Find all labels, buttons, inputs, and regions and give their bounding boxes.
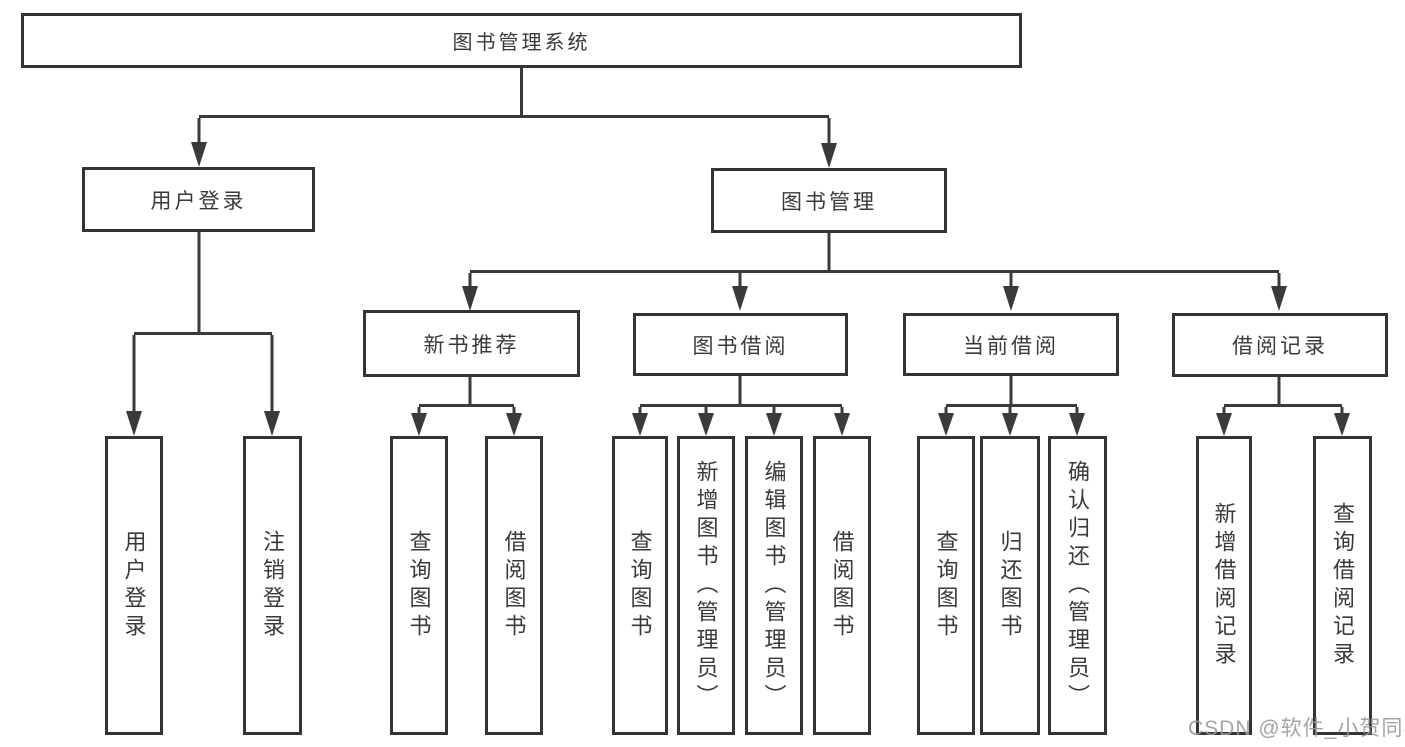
leaf-query-borrow-record-label: 查询借阅记录	[1330, 501, 1356, 670]
csdn-watermark: CSDN @软件_小贺同学	[1188, 717, 1405, 740]
node-new-book-recommend: 新书推荐	[363, 310, 580, 377]
node-root: 图书管理系统	[21, 13, 1022, 68]
leaf-user-login-label: 用户登录	[121, 529, 147, 642]
leaf-borrow-book: 借阅图书	[813, 436, 871, 735]
leaf-recommend-query-book: 查询图书	[390, 436, 448, 735]
node-book-management-label: 图书管理	[781, 190, 877, 214]
leaf-current-query-book: 查询图书	[917, 436, 975, 735]
leaf-user-login: 用户登录	[105, 436, 163, 735]
leaf-current-query-book-label: 查询图书	[933, 529, 959, 642]
leaf-return-book-label: 归还图书	[997, 529, 1023, 642]
leaf-logout: 注销登录	[243, 436, 302, 735]
node-root-label: 图书管理系统	[452, 32, 591, 54]
node-current-borrow-label: 当前借阅	[963, 334, 1059, 358]
leaf-add-book-admin-label: 新增图书（管理员）	[693, 459, 719, 712]
leaf-confirm-return-admin-label: 确认归还（管理员）	[1065, 459, 1091, 712]
leaf-add-borrow-record-label: 新增借阅记录	[1211, 501, 1237, 670]
leaf-add-borrow-record: 新增借阅记录	[1196, 436, 1252, 735]
leaf-borrow-query-book: 查询图书	[612, 436, 668, 735]
node-user-login: 用户登录	[82, 167, 315, 232]
leaf-confirm-return-admin: 确认归还（管理员）	[1048, 436, 1107, 735]
leaf-edit-book-admin-label: 编辑图书（管理员）	[761, 459, 787, 712]
node-current-borrow: 当前借阅	[903, 313, 1119, 376]
leaf-borrow-book-label: 借阅图书	[829, 529, 855, 642]
node-borrow-records: 借阅记录	[1172, 313, 1388, 377]
leaf-recommend-borrow-book: 借阅图书	[485, 436, 543, 735]
leaf-query-borrow-record: 查询借阅记录	[1313, 436, 1372, 735]
leaf-borrow-query-book-label: 查询图书	[627, 529, 653, 642]
leaf-logout-label: 注销登录	[260, 529, 286, 642]
node-new-book-recommend-label: 新书推荐	[423, 333, 520, 357]
node-book-borrow-label: 图书借阅	[692, 334, 789, 358]
leaf-add-book-admin: 新增图书（管理员）	[677, 436, 735, 735]
node-book-borrow: 图书借阅	[633, 313, 848, 376]
leaf-recommend-borrow-book-label: 借阅图书	[501, 529, 527, 642]
leaf-return-book: 归还图书	[980, 436, 1040, 735]
leaf-edit-book-admin: 编辑图书（管理员）	[745, 436, 803, 735]
leaf-recommend-query-book-label: 查询图书	[406, 529, 432, 642]
node-book-management: 图书管理	[711, 168, 947, 233]
node-user-login-label: 用户登录	[150, 189, 247, 213]
node-borrow-records-label: 借阅记录	[1232, 335, 1328, 358]
